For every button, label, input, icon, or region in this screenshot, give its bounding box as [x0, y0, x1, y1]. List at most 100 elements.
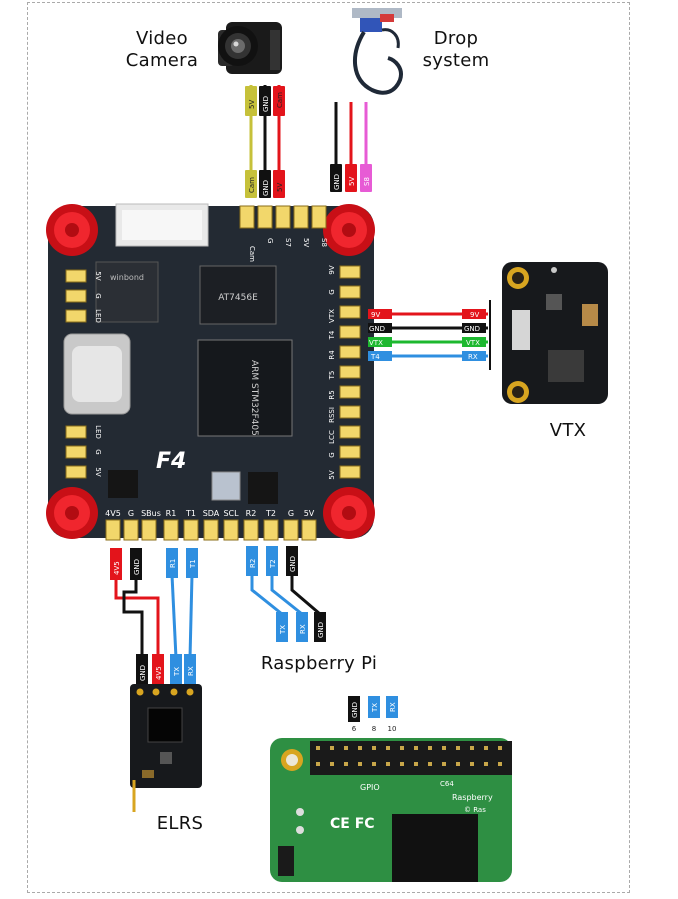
rpi-top-r2: R2	[249, 559, 257, 568]
cam-wire-top-gnd: GND	[262, 96, 270, 112]
svg-text:LCC: LCC	[328, 430, 336, 444]
fc-bottom-pads	[105, 519, 317, 541]
svg-text:G: G	[128, 509, 134, 518]
fc-top-pad-s7: S7	[284, 238, 292, 247]
svg-text:T2: T2	[265, 509, 276, 518]
fc-top-pad-5v: 5V	[302, 238, 310, 247]
flight-controller-board: winbond AT7456E ARM STM32F405 F4 Cam G S…	[46, 203, 375, 541]
rpi-tag-gnd: GND	[351, 702, 359, 718]
diagram-frame	[27, 2, 630, 893]
rpi-pin-8: 8	[372, 725, 376, 733]
drop-wire-s8: S8	[363, 177, 371, 186]
elrs-bottom-tx: TX	[173, 667, 181, 677]
elrs-bottom-rx: RX	[187, 666, 195, 676]
fc-top-pad-cam: Cam	[248, 246, 256, 262]
elrs-top-r1: R1	[169, 559, 177, 568]
rpi-header-tags: GND TX RX 6 8 10	[348, 696, 398, 733]
elrs-bottom-gnd: GND	[139, 665, 147, 681]
rpi-gpio-label: GPIO	[360, 783, 380, 792]
fc-top-pads: Cam G S7 5V S8	[239, 205, 328, 262]
cam-wire-top-cam: Cam	[276, 92, 284, 108]
rpi-bottom-gnd: GND	[317, 622, 325, 638]
fc-top-pad-g: G	[266, 238, 274, 243]
elrs-top-t1: T1	[189, 559, 197, 569]
camera-wires: 5V GND Cam Cam GND 5V	[245, 85, 285, 198]
fc-right-pads	[339, 265, 361, 479]
svg-text:5V: 5V	[304, 509, 315, 518]
svg-text:T1: T1	[185, 509, 196, 518]
svg-text:R5: R5	[328, 390, 336, 399]
drop-wire-gnd: GND	[333, 174, 341, 190]
fc-top-pad-s8: S8	[320, 238, 328, 247]
elrs-bottom-4v5: 4V5	[155, 666, 163, 680]
svg-text:G: G	[94, 293, 102, 298]
svg-text:5V: 5V	[328, 470, 336, 479]
raspberry-pi-wires: R2 T2 GND TX RX GND	[246, 546, 326, 642]
vtx-left-9v: 9V	[371, 311, 380, 319]
elrs-wires: 4V5 GND R1 T1 GND 4V5 TX RX	[110, 548, 198, 686]
fc-board-label: F4	[156, 449, 186, 474]
cam-wire-bottom-5v: 5V	[276, 183, 284, 192]
svg-text:9V: 9V	[328, 265, 336, 274]
rpi-pin-6: 6	[352, 725, 357, 733]
svg-text:5V: 5V	[94, 271, 102, 280]
cam-wire-bottom-gnd: GND	[262, 180, 270, 196]
elrs-module-image	[130, 684, 202, 812]
svg-text:SBus: SBus	[141, 509, 161, 518]
fc-left-pad-labels: 5V G LED LED G 5V	[94, 271, 102, 476]
vtx-left-t4: T4	[370, 353, 380, 361]
video-camera-image	[218, 22, 282, 74]
vtx-right-9v: 9V	[470, 311, 479, 319]
elrs-top-gnd: GND	[133, 559, 141, 575]
drop-system-label: Drop system	[422, 28, 490, 71]
svg-text:R4: R4	[328, 350, 336, 360]
svg-text:VTX: VTX	[328, 309, 336, 323]
rpi-tag-rx: RX	[389, 702, 397, 712]
svg-text:RSSI: RSSI	[328, 407, 336, 423]
elrs-top-4v5: 4V5	[113, 561, 121, 575]
vtx-wires: 9V GND VTX T4 9V GND VTX RX	[368, 300, 491, 370]
elrs-label: ELRS	[156, 813, 204, 834]
svg-text:T5: T5	[328, 371, 336, 381]
fc-bottom-pad-labels: 4V5 G SBus R1 T1 SDA SCL R2 T2 G 5V	[105, 509, 315, 518]
svg-text:LED: LED	[94, 425, 102, 439]
svg-text:T4: T4	[328, 330, 336, 340]
raspberry-pi-label: Raspberry Pi	[260, 653, 378, 674]
rpi-bottom-tx: TX	[279, 625, 287, 635]
vtx-right-vtx: VTX	[466, 339, 480, 347]
svg-text:R2: R2	[246, 509, 257, 518]
svg-text:G: G	[328, 452, 336, 457]
flash-chip-label: winbond	[110, 273, 144, 282]
vtx-module-image	[502, 262, 608, 404]
svg-text:G: G	[94, 449, 102, 454]
drop-wire-5v: 5V	[348, 177, 356, 186]
mcu-chip-label: ARM STM32F405	[249, 360, 259, 436]
fc-right-pad-labels: 9V G VTX T4 R4 T5 R5 RSSI LCC G 5V	[328, 265, 336, 479]
svg-text:SDA: SDA	[203, 509, 220, 518]
rpi-brand-label: Raspberry	[452, 793, 493, 802]
svg-text:G: G	[328, 289, 336, 294]
rpi-top-gnd: GND	[289, 556, 297, 572]
svg-text:5V: 5V	[94, 467, 102, 476]
vtx-label: VTX	[549, 420, 587, 441]
drop-system-wires: GND 5V S8	[330, 102, 372, 192]
rpi-tag-tx: TX	[371, 703, 379, 713]
rpi-bottom-rx: RX	[299, 624, 307, 634]
rpi-pin-10: 10	[388, 725, 397, 733]
osd-chip-label: AT7456E	[218, 293, 258, 303]
svg-text:SCL: SCL	[223, 509, 239, 518]
vtx-left-vtx: VTX	[369, 339, 383, 347]
cam-wire-top-5v: 5V	[248, 100, 256, 109]
svg-text:4V5: 4V5	[105, 509, 121, 518]
rpi-brand2-label: © Ras	[464, 806, 486, 814]
fc-left-pads	[65, 269, 87, 479]
rpi-c64-label: C64	[440, 780, 454, 788]
svg-text:CE FC: CE FC	[330, 816, 375, 832]
svg-text:G: G	[288, 509, 294, 518]
svg-text:R1: R1	[166, 509, 177, 518]
raspberry-pi-board-image: GPIO C64 Raspberry © Ras CE FC	[270, 738, 512, 882]
cam-wire-bottom-cam: Cam	[248, 177, 256, 193]
vtx-right-gnd: GND	[464, 325, 480, 333]
rpi-top-t2: T2	[269, 559, 277, 569]
